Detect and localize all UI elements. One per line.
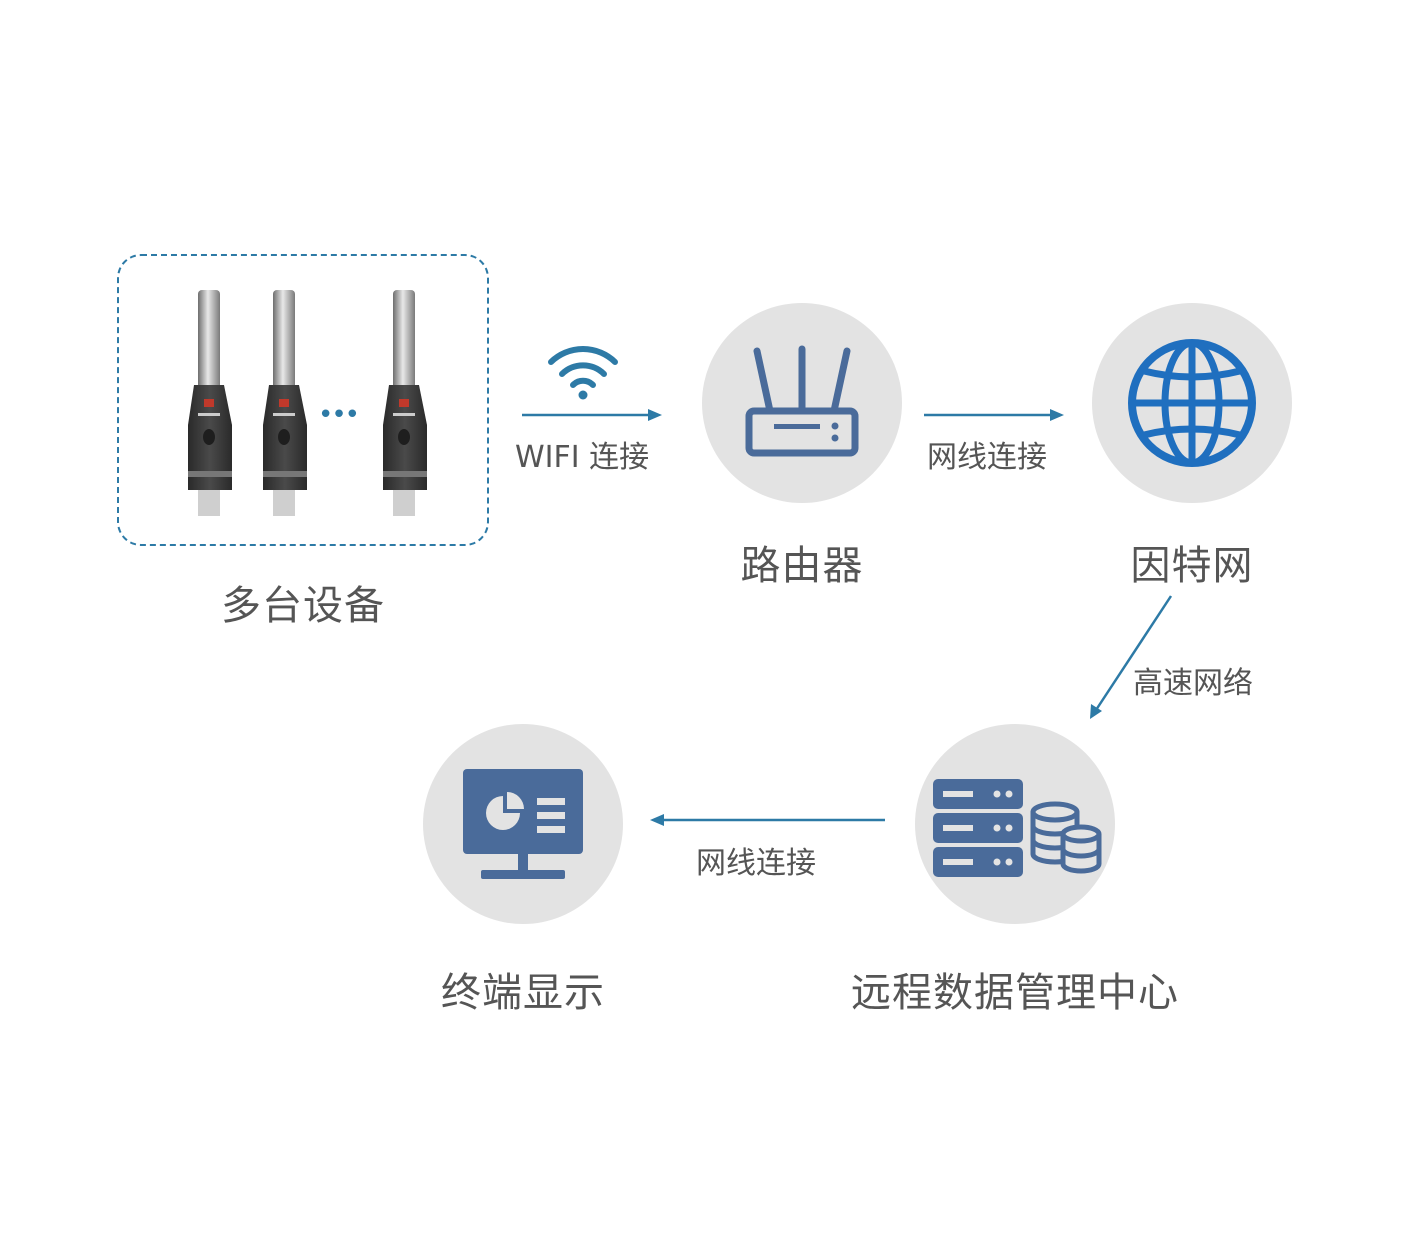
data-center-label: 远程数据管理中心 bbox=[851, 970, 1179, 1016]
internet-node bbox=[1092, 303, 1292, 503]
usb-sensor-icon bbox=[188, 290, 232, 516]
devices-label: 多台设备 bbox=[221, 583, 385, 629]
arrow-wifi bbox=[522, 409, 662, 421]
usb-sensor-icon bbox=[383, 290, 427, 516]
terminal-label: 终端显示 bbox=[441, 970, 605, 1016]
arrow-center-terminal bbox=[650, 814, 885, 826]
edge-label-wifi: WIFI 连接 bbox=[515, 440, 650, 475]
edge-label-internet-center: 高速网络 bbox=[1133, 666, 1253, 701]
arrow-router-internet bbox=[924, 409, 1064, 421]
router-icon bbox=[745, 345, 859, 457]
router-label: 路由器 bbox=[740, 543, 864, 589]
device-group-box bbox=[117, 254, 489, 546]
internet-label: 因特网 bbox=[1130, 543, 1254, 589]
terminal-node bbox=[423, 724, 623, 924]
usb-sensor-icon bbox=[263, 290, 307, 516]
globe-icon bbox=[1128, 339, 1256, 467]
data-center-node bbox=[915, 724, 1115, 924]
server-database-icon bbox=[933, 779, 1102, 877]
edge-label-center-terminal: 网线连接 bbox=[696, 846, 816, 881]
monitor-chart-icon bbox=[463, 769, 583, 879]
router-node bbox=[702, 303, 902, 503]
edge-label-router-internet: 网线连接 bbox=[927, 440, 1047, 475]
arrow-internet-center bbox=[1090, 595, 1173, 719]
devices-ellipsis: ••• bbox=[318, 400, 360, 430]
wifi-icon bbox=[548, 346, 618, 400]
